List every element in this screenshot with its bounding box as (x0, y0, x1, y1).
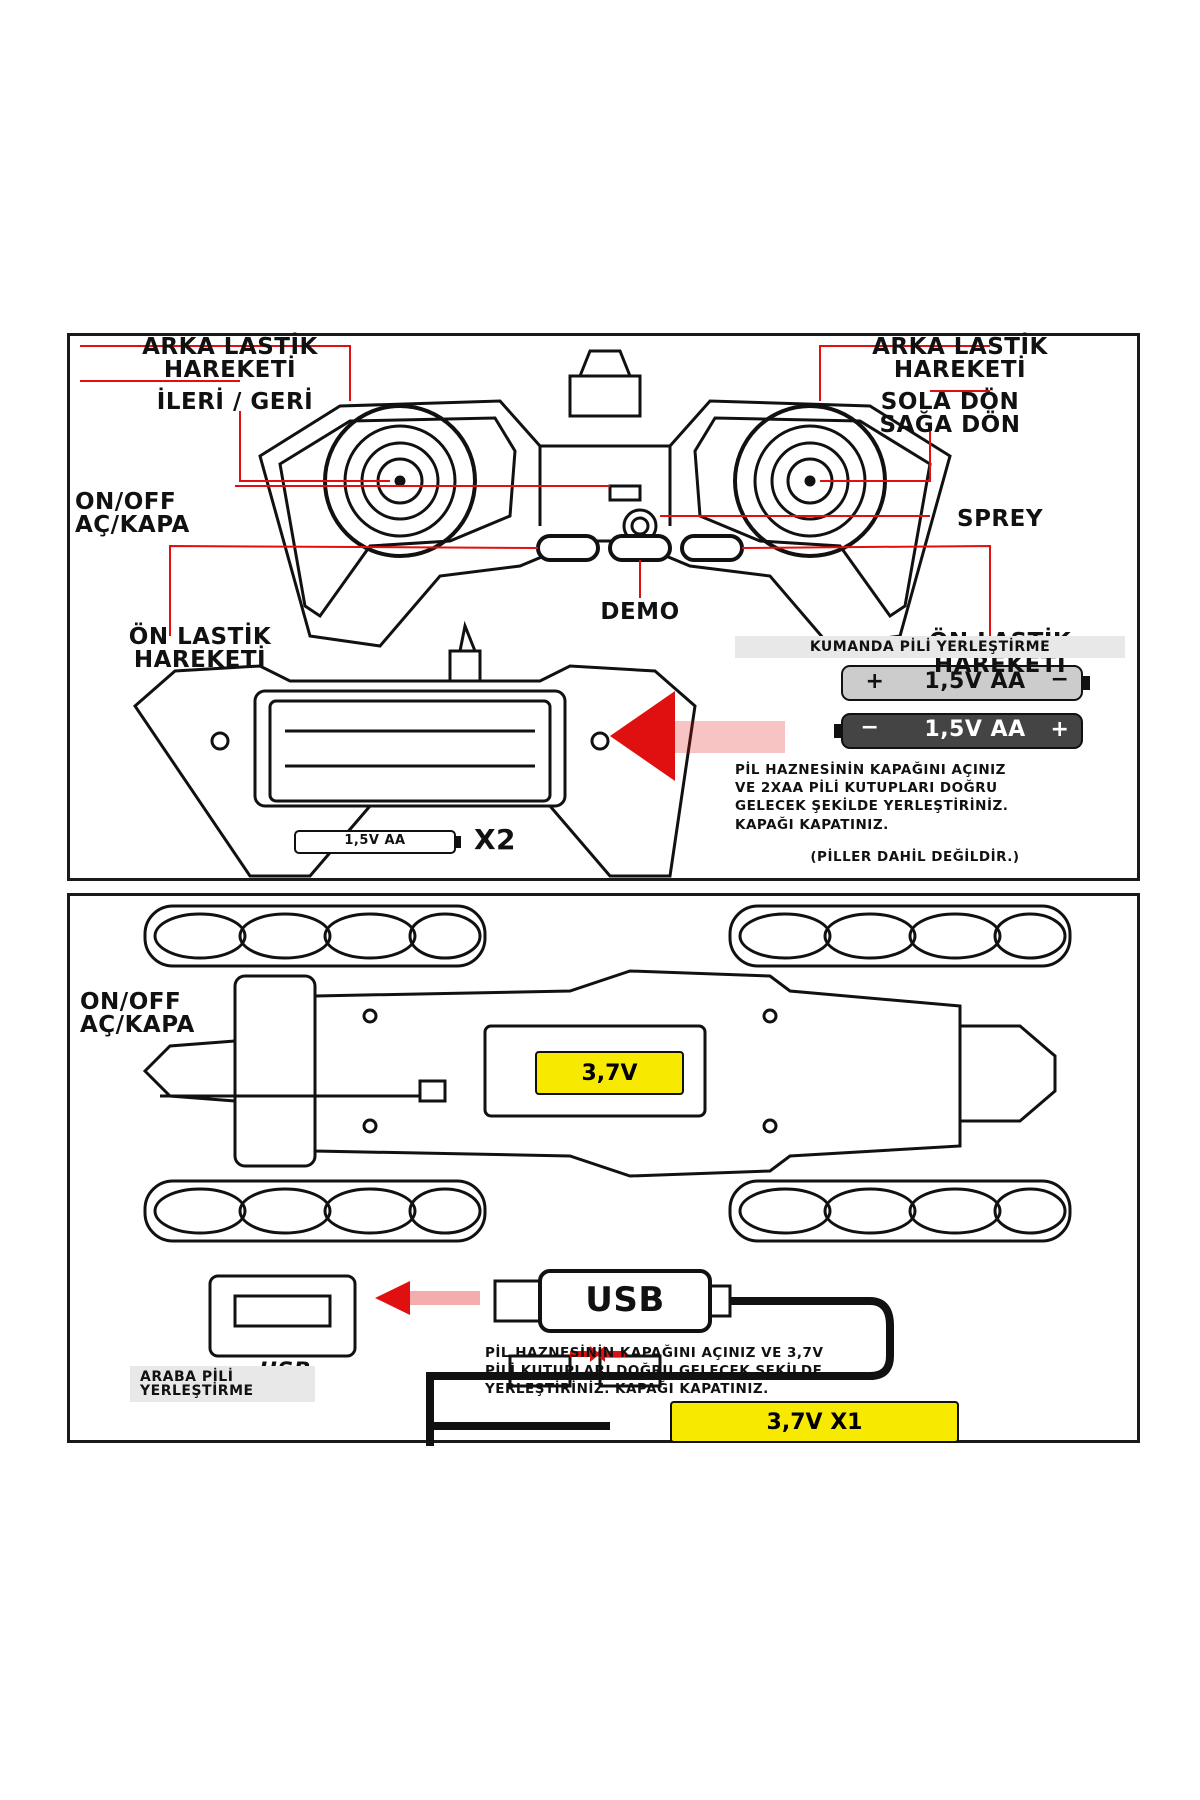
wheels (143, 904, 1072, 1243)
car-battery-label: 3,7V (535, 1051, 684, 1095)
rear-right-title: ARKA LASTİK HAREKETİ (872, 334, 1048, 383)
rear-left-subtitle: İLERİ / GERİ (156, 389, 314, 415)
usb-label: USB (585, 1280, 665, 1320)
wheel-rear-left (143, 1179, 487, 1243)
usb-cable (426, 1269, 894, 1446)
battery1-plus: + (865, 669, 885, 694)
car-battery-title: ARABA PİLİ YERLEŞTİRME (130, 1366, 315, 1402)
remote-back (133, 620, 697, 878)
battery-count: X2 (473, 823, 517, 856)
battery1-label: 1,5V AA (924, 669, 1026, 694)
car-chassis (142, 969, 1057, 1178)
car-battery-count: 3,7V X1 (670, 1401, 959, 1443)
insert-arrow-icon (610, 691, 785, 781)
cable-loop (426, 1376, 610, 1430)
wheel-rear-right (728, 1179, 1072, 1243)
battery-icon-2 (834, 713, 1083, 749)
battery1-minus: − (1050, 667, 1070, 692)
front-buttons (536, 534, 744, 562)
remote-battery-title: KUMANDA PİLİ YERLEŞTİRME (735, 636, 1125, 658)
usb-arrow-icon (375, 1281, 480, 1315)
remote-panel: ARKA LASTİK HAREKETİ İLERİ / GERİ ARKA L… (67, 333, 1140, 881)
wheel-front-left (143, 904, 487, 968)
small-battery-icon (294, 830, 461, 854)
rear-right-subtitle: SOLA DÖN SAĞA DÖN (879, 389, 1021, 438)
battery2-minus: − (860, 715, 880, 740)
car-panel: ON/OFF AÇ/KAPA 3,7V USB USB ARABA PİLİ Y… (67, 893, 1140, 1446)
battery-icon-1 (841, 665, 1090, 701)
onoff-label: ON/OFF AÇ/KAPA (75, 489, 190, 538)
batteries-not-included-note: (PİLLER DAHİL DEĞİLDİR.) (810, 849, 1020, 865)
car-battery-instruction: PİL HAZNESİNİN KAPAĞINI AÇINIZ VE 3,7V P… (485, 1345, 824, 1398)
connector-arrows (570, 1346, 625, 1362)
front-left-label: ÖN LASTİK HAREKETİ (128, 624, 272, 673)
leader-lines (80, 345, 991, 636)
spray-label: SPREY (957, 506, 1043, 532)
remote-battery-instruction: PİL HAZNESİNİN KAPAĞINI AÇINIZ VE 2XAA P… (735, 762, 1009, 833)
battery2-label: 1,5V AA (924, 717, 1026, 742)
car-drawing (142, 904, 1072, 1446)
small-battery-label: 1,5V AA (344, 833, 406, 848)
demo-label: DEMO (600, 599, 680, 625)
car-onoff-label: ON/OFF AÇ/KAPA (80, 989, 195, 1038)
rear-left-title: ARKA LASTİK HAREKETİ (142, 334, 318, 383)
wheel-front-right (728, 904, 1072, 968)
usb-port-icon (208, 1274, 357, 1358)
remote-drawing (80, 345, 1090, 878)
battery2-plus: + (1050, 717, 1070, 742)
